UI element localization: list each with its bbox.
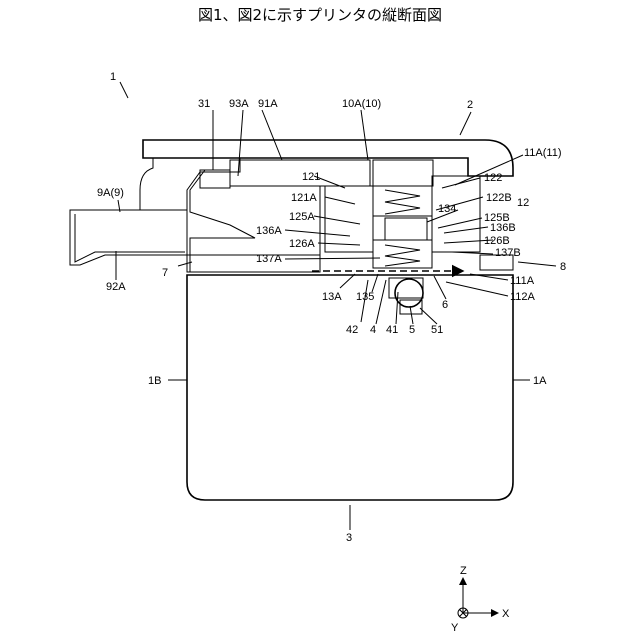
label-136A: 136A: [256, 225, 282, 237]
label-3: 3: [346, 532, 352, 544]
label-51: 51: [431, 324, 443, 336]
label-2: 2: [467, 99, 473, 111]
label-9A: 9A(9): [97, 187, 124, 199]
label-121: 121: [302, 171, 320, 183]
label-1: 1: [110, 71, 116, 83]
label-122B: 122B: [486, 192, 512, 204]
label-5: 5: [409, 324, 415, 336]
label-8: 8: [560, 261, 566, 273]
label-4: 4: [370, 324, 376, 336]
label-92A: 92A: [106, 281, 126, 293]
label-1A: 1A: [533, 375, 547, 387]
label-125A: 125A: [289, 211, 315, 223]
label-121A: 121A: [291, 192, 317, 204]
channel-7: [187, 255, 320, 272]
label-135: 135: [356, 291, 374, 303]
label-126B: 126B: [484, 235, 510, 247]
block-134: [385, 218, 427, 240]
label-137B: 137B: [495, 247, 521, 259]
spring-lower: [385, 245, 420, 266]
label-1B: 1B: [148, 375, 161, 387]
axis-z-label: Z: [460, 565, 467, 577]
spring-upper: [385, 190, 420, 214]
label-42: 42: [346, 324, 358, 336]
label-111A: 111A: [510, 275, 535, 287]
label-41: 41: [386, 324, 398, 336]
label-126A: 126A: [289, 238, 315, 250]
block-31: [200, 170, 230, 188]
label-6: 6: [442, 299, 448, 311]
label-13A: 13A: [322, 291, 342, 303]
label-137A: 137A: [256, 253, 282, 265]
axis-y-label: Y: [451, 622, 459, 634]
label-122: 122: [484, 172, 502, 184]
label-93A: 93A: [229, 98, 249, 110]
slider-11A: [373, 160, 433, 186]
label-7: 7: [162, 267, 168, 279]
channel-91A: [230, 160, 370, 186]
connector-9A: [70, 210, 187, 265]
label-91A: 91A: [258, 98, 278, 110]
roller-5: [395, 279, 423, 307]
label-31: 31: [198, 98, 210, 110]
axis-x-label: X: [502, 608, 510, 620]
label-112A: 112A: [510, 291, 536, 303]
label-136B: 136B: [490, 222, 516, 234]
label-11A: 11A(11): [524, 147, 562, 159]
label-10A: 10A(10): [342, 98, 381, 110]
label-134: 134: [438, 203, 456, 215]
label-12: 12: [517, 197, 529, 209]
roller-support-41: [389, 278, 423, 298]
main-body: [187, 275, 513, 500]
